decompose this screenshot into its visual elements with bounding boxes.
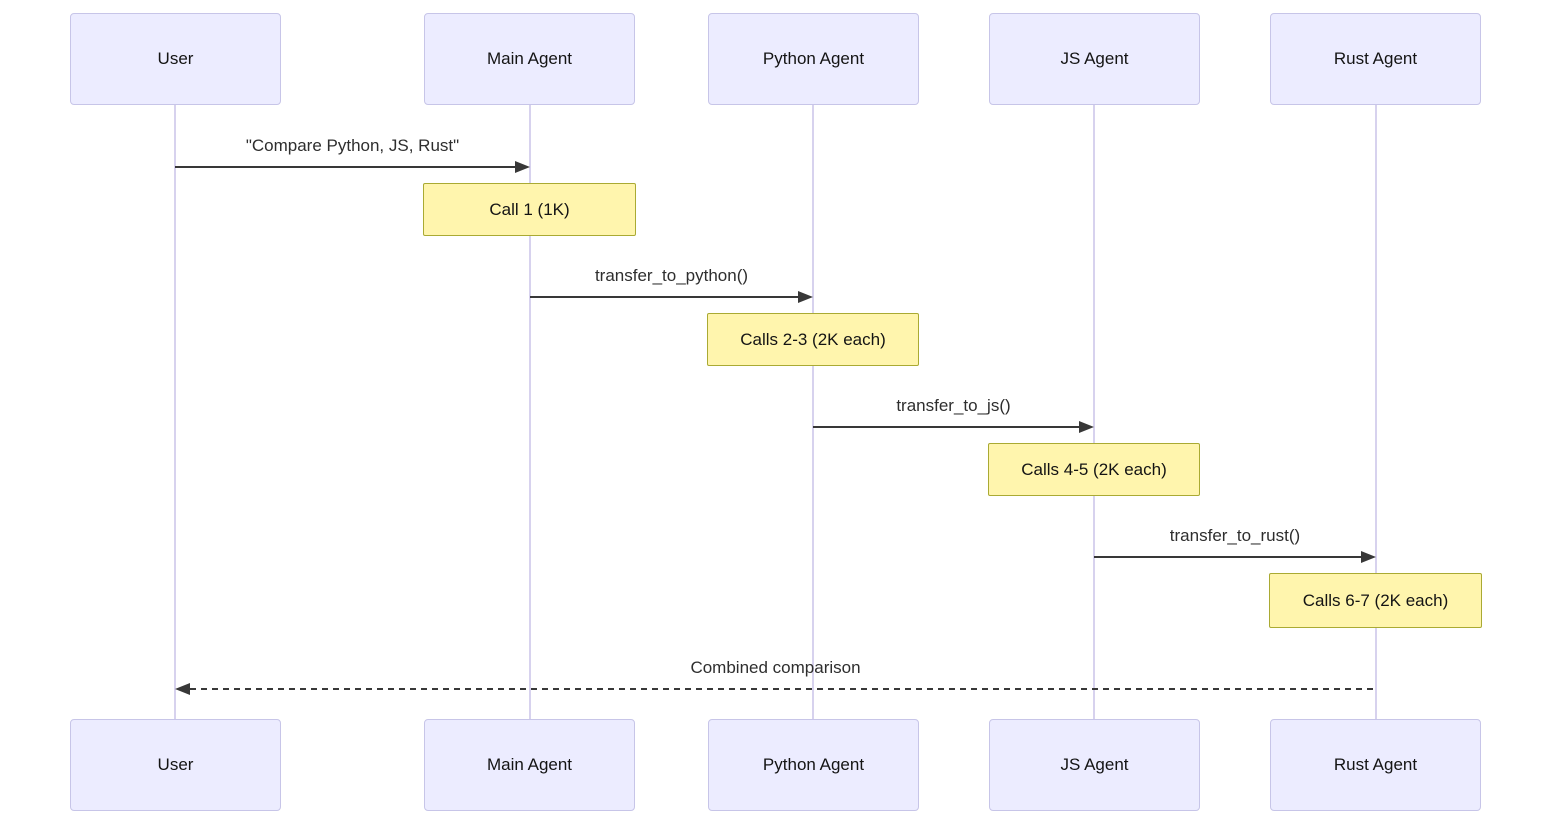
arrowhead-icon (515, 161, 530, 173)
actor-bottom-python-agent: Python Agent (708, 719, 919, 811)
message-line-compare (175, 166, 517, 168)
message-line-transfer-to-js (813, 426, 1081, 428)
message-line-combined-comparison (190, 688, 1376, 690)
lifeline-user (174, 105, 176, 719)
actor-bottom-js-agent: JS Agent (989, 719, 1200, 811)
message-line-transfer-to-python (530, 296, 800, 298)
note-calls-6-7: Calls 6-7 (2K each) (1269, 573, 1482, 628)
message-line-transfer-to-rust (1094, 556, 1363, 558)
note-calls-4-5: Calls 4-5 (2K each) (988, 443, 1200, 496)
message-label-combined-comparison: Combined comparison (690, 658, 861, 677)
lifeline-js-agent (1093, 105, 1095, 719)
note-call-1: Call 1 (1K) (423, 183, 636, 236)
note-calls-2-3: Calls 2-3 (2K each) (707, 313, 919, 366)
message-label-transfer-to-js: transfer_to_js() (896, 396, 1011, 415)
arrowhead-icon (798, 291, 813, 303)
actor-top-python-agent: Python Agent (708, 13, 919, 105)
actor-top-main-agent: Main Agent (424, 13, 635, 105)
arrowhead-icon (175, 683, 190, 695)
actor-top-js-agent: JS Agent (989, 13, 1200, 105)
message-label-transfer-to-rust: transfer_to_rust() (1169, 526, 1301, 545)
lifeline-rust-agent (1375, 105, 1377, 719)
lifeline-python-agent (812, 105, 814, 719)
message-label-transfer-to-python: transfer_to_python() (594, 266, 749, 285)
lifeline-main-agent (529, 105, 531, 719)
actor-bottom-rust-agent: Rust Agent (1270, 719, 1481, 811)
arrowhead-icon (1361, 551, 1376, 563)
actor-bottom-main-agent: Main Agent (424, 719, 635, 811)
actor-top-user: User (70, 13, 281, 105)
arrowhead-icon (1079, 421, 1094, 433)
message-label-compare: "Compare Python, JS, Rust" (245, 136, 460, 155)
actor-bottom-user: User (70, 719, 281, 811)
actor-top-rust-agent: Rust Agent (1270, 13, 1481, 105)
